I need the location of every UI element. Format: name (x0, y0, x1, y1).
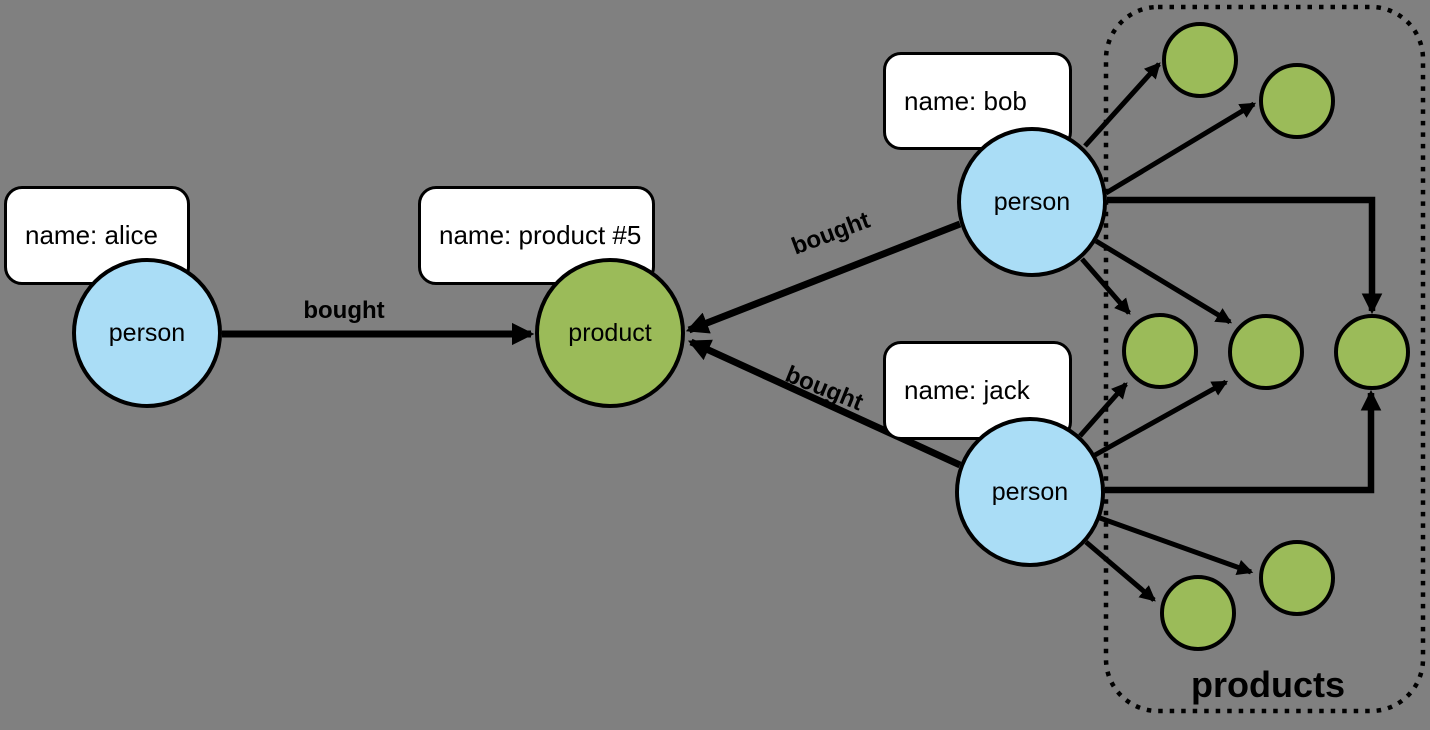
edge-bob-product-1 (1083, 62, 1161, 148)
property-text-jack: name: jack (904, 375, 1030, 405)
property-text-product5: name: product #5 (439, 220, 642, 250)
product-node-3 (1122, 313, 1198, 389)
edge-bob-product-2 (1104, 101, 1257, 196)
node-label-product5: product (568, 318, 652, 347)
node-label-alice: person (108, 318, 186, 347)
property-text-bob: name: bob (904, 85, 1027, 116)
edge-bob-product-4 (1094, 238, 1233, 325)
node-alice: person (72, 258, 222, 408)
edge-bob-product-3 (1080, 257, 1131, 315)
product-node-5 (1334, 314, 1410, 390)
node-label-jack: person (991, 477, 1069, 506)
property-box-jack: name: jack (883, 341, 1072, 440)
product-node-6 (1259, 540, 1335, 616)
node-label-bob: person (993, 187, 1071, 216)
edge-jack-product-6 (1099, 515, 1254, 575)
node-product5: product (535, 258, 685, 408)
edge-label-alice-bought: bought (303, 297, 385, 324)
edge-bob-product-5-elbow (1107, 196, 1383, 315)
edge-jack-product-7 (1084, 540, 1156, 602)
products-group-border (1103, 4, 1426, 714)
edge-jack-bought-product (687, 338, 962, 469)
property-text-alice: name: alice (25, 220, 158, 250)
edge-jack-product-5-elbow (1105, 389, 1382, 494)
edge-jack-product-3 (1078, 382, 1128, 438)
node-jack: person (955, 417, 1105, 567)
product-node-7 (1160, 575, 1236, 651)
edge-jack-product-4 (1093, 379, 1229, 458)
edge-bob-bought-product (685, 220, 962, 334)
node-bob: person (957, 127, 1107, 277)
products-group-label: products (1190, 664, 1346, 705)
product-node-2 (1259, 63, 1335, 139)
product-node-1 (1162, 22, 1238, 98)
product-node-4 (1228, 314, 1304, 390)
